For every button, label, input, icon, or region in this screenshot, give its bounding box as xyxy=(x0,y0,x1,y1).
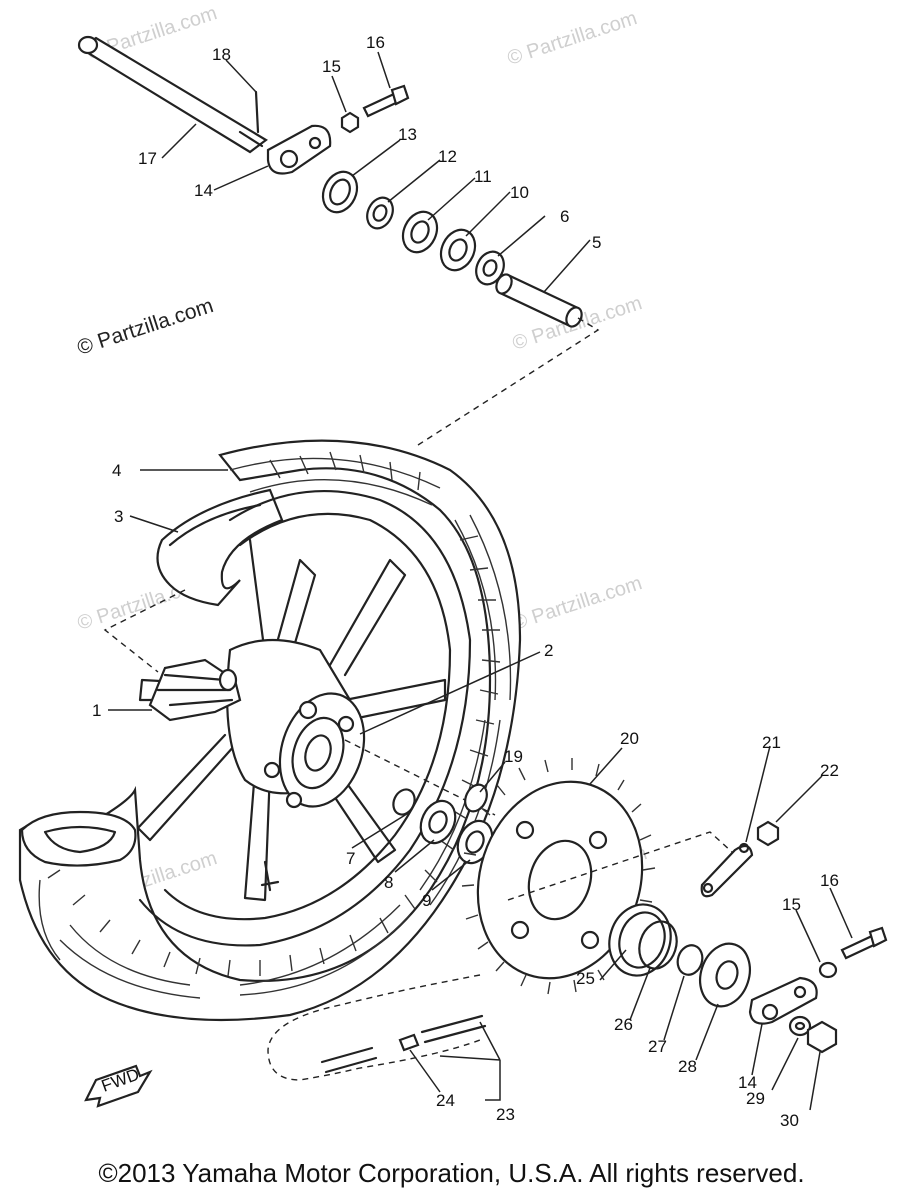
callout-25: 25 xyxy=(576,969,595,988)
seal-6 xyxy=(475,250,505,286)
collar-27 xyxy=(676,944,704,976)
callout-18: 18 xyxy=(212,45,231,64)
leader-lines xyxy=(108,51,853,1111)
callout-26: 26 xyxy=(614,1015,633,1034)
fwd-arrow-icon: FWD xyxy=(84,1064,153,1108)
watermark: © Partzilla.com xyxy=(510,572,645,635)
nut-30 xyxy=(806,1020,838,1054)
bolt-top xyxy=(362,84,410,118)
callout-8: 8 xyxy=(384,873,393,892)
callout-27: 27 xyxy=(648,1037,667,1056)
seal-13 xyxy=(321,170,359,214)
callout-13: 13 xyxy=(398,125,417,144)
callout-29: 29 xyxy=(746,1089,765,1108)
chain-guide-21 xyxy=(700,842,754,898)
watermark: © Partzilla.com xyxy=(74,294,216,360)
callout-15: 15 xyxy=(322,57,341,76)
bearing-11 xyxy=(401,210,439,254)
nut-22 xyxy=(756,820,780,847)
copyright-notice: ©2013 Yamaha Motor Corporation, U.S.A. A… xyxy=(98,1158,805,1188)
chain-puller-top xyxy=(266,124,332,175)
callout-2: 2 xyxy=(544,641,553,660)
callout-12: 12 xyxy=(438,147,457,166)
assembly-line-top xyxy=(417,317,600,446)
callout-16-bottom: 16 xyxy=(820,871,839,890)
sprocket-20 xyxy=(461,758,656,995)
cotter-pin xyxy=(254,90,260,134)
bolt-16-bottom xyxy=(840,926,888,960)
nut-top xyxy=(340,111,360,134)
hub-1 xyxy=(148,658,242,722)
callout-24: 24 xyxy=(436,1091,455,1110)
tire-cross-section xyxy=(20,810,137,867)
bearing-8 xyxy=(419,799,457,845)
collar-7 xyxy=(392,788,416,816)
washer-29 xyxy=(788,1015,812,1037)
callout-20: 20 xyxy=(620,729,639,748)
spacer-5 xyxy=(495,273,583,328)
circlip-26 xyxy=(638,920,678,970)
bearing-10 xyxy=(439,228,477,272)
callout-5: 5 xyxy=(592,233,601,252)
callout-14: 14 xyxy=(194,181,213,200)
callout-7: 7 xyxy=(346,849,355,868)
callout-17: 17 xyxy=(138,149,157,168)
callout-28: 28 xyxy=(678,1057,697,1076)
chain-joint-24 xyxy=(320,1014,487,1074)
callout-19: 19 xyxy=(504,747,523,766)
chain-puller-bottom xyxy=(748,976,818,1025)
callout-22: 22 xyxy=(820,761,839,780)
washer-15-bottom xyxy=(818,961,838,979)
callout-10: 10 xyxy=(510,183,529,202)
callout-23: 23 xyxy=(496,1105,515,1124)
assembly-line-right xyxy=(507,831,733,901)
assembly-line-hub xyxy=(344,739,496,816)
watermark: © Partzilla.com xyxy=(505,7,640,70)
callout-labels: 18 16 15 17 14 13 12 11 10 6 5 4 3 2 1 1… xyxy=(92,33,839,1130)
tube xyxy=(156,488,284,607)
seal-9 xyxy=(456,819,494,865)
plate-28 xyxy=(699,942,751,1008)
axle xyxy=(77,35,268,154)
collar-12 xyxy=(366,196,394,230)
callout-11: 11 xyxy=(474,167,492,186)
callout-14-bottom: 14 xyxy=(738,1073,757,1092)
sprocket-hub-2 xyxy=(263,692,366,809)
assembly-line-left xyxy=(103,589,186,673)
callout-4: 4 xyxy=(112,461,121,480)
callout-21: 21 xyxy=(762,733,781,752)
callout-1: 1 xyxy=(92,701,101,720)
callout-15-bottom: 15 xyxy=(782,895,801,914)
callout-6: 6 xyxy=(560,207,569,226)
callout-9: 9 xyxy=(422,891,431,910)
callout-3: 3 xyxy=(114,507,123,526)
callout-30: 30 xyxy=(780,1111,799,1130)
callout-16: 16 xyxy=(366,33,385,52)
chain xyxy=(267,974,481,1081)
